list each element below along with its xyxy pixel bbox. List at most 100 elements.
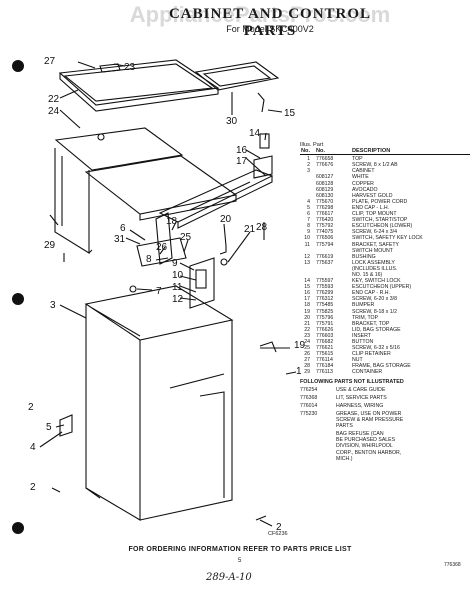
part-description: INSERT (352, 332, 371, 339)
part-number: 776113 (316, 369, 333, 376)
callout: 19 (294, 340, 306, 351)
storage-container (54, 148, 90, 254)
part-number: 776619 (316, 253, 334, 260)
illus-number: 27 (304, 357, 310, 364)
binder-hole-top (12, 60, 24, 72)
callout: 11 (172, 282, 183, 293)
part-description: BRACKET, SAFETY SWITCH MOUNT (352, 241, 399, 254)
callout: 12 (172, 294, 184, 305)
part-number: 775670 (316, 198, 334, 205)
part-description: CLIP RETAINER (352, 351, 391, 358)
illus-number: 5 (307, 204, 310, 211)
part-description: GREASE, USE ON POWER SCREW & RAM PRESSUR… (336, 410, 404, 430)
parts-list-col-description: DESCRIPTION (352, 148, 391, 155)
part-description: SCREW, 6-32 x 5/16 (352, 345, 400, 352)
part-description: SWITCH, START/STOP (352, 217, 408, 224)
bag-storage-frame (58, 59, 220, 106)
callout: 28 (256, 222, 268, 233)
illus-number: 6 (307, 211, 310, 218)
binder-hole-middle (12, 293, 24, 305)
parts-list-header-line2: No. No. DESCRIPTION (300, 148, 470, 156)
callout: 14 (249, 128, 261, 139)
part-number: 776617 (316, 211, 334, 218)
part-number: 775230 (300, 410, 318, 417)
part-number: 776506 (316, 235, 334, 242)
part-number: 775485 (316, 302, 334, 309)
part-description: SCREW, 6-24 x 3/4 (352, 229, 397, 236)
part-number: 776621 (316, 345, 334, 352)
callout: 3 (50, 300, 56, 311)
not-illustrated-heading: FOLLOWING PARTS NOT ILLUSTRATED (300, 378, 404, 385)
callout: 20 (220, 214, 232, 225)
callout: 21 (244, 224, 256, 235)
callout: 18 (166, 216, 178, 227)
illus-number: 10 (304, 235, 310, 242)
escutcheon-lower (155, 212, 173, 265)
callout: 2 (28, 402, 34, 413)
part-number: 776682 (316, 339, 334, 345)
illus-number: 4 (307, 198, 310, 205)
part-number: 776626 (316, 326, 334, 333)
illus-number: 28 (304, 363, 310, 370)
part-description: END CAP - R.H. (352, 290, 390, 297)
part-number: 776658 (316, 156, 334, 163)
callout: 5 (46, 422, 52, 433)
part-number: 775597 (316, 278, 334, 285)
illus-number: 21 (304, 320, 310, 327)
part-description: BRACKET, TOP (352, 320, 390, 327)
page-title: CABINET AND CONTROL PARTS (168, 6, 372, 39)
illus-number: 3 (307, 168, 310, 175)
part-number: 775637 (316, 259, 334, 266)
illus-number: 12 (304, 253, 310, 260)
page-number: 5 (238, 558, 242, 564)
illus-number: 23 (304, 332, 310, 339)
callout: 15 (284, 108, 296, 119)
illus-number: 2 (307, 162, 310, 169)
callout: 29 (44, 240, 56, 251)
handwritten-note: 289-A-10 (206, 572, 252, 583)
part-number: 776114 (316, 357, 333, 364)
part-description: ESCUTCHEON (UPPER) (352, 284, 412, 291)
part-number: 775791 (316, 320, 334, 327)
callout: 24 (48, 106, 60, 117)
part-description: SCREW, 8-18 x 1/2 (352, 308, 397, 315)
illus-number: 17 (304, 296, 310, 303)
part-description: LOCK ASSEMBLY (INCLUDES ILLUS. NO. 15 & … (352, 259, 398, 278)
safety-switch-bracket (189, 257, 215, 309)
callout: 9 (172, 258, 178, 269)
parts-list-col-illus-part: Illus. Part (300, 142, 324, 148)
callout: 6 (120, 223, 126, 234)
part-description: FRAME, BAG STORAGE (352, 363, 411, 370)
part-number: 775593 (316, 284, 334, 291)
document-number: 776368 (444, 562, 461, 568)
illus-number: 29 (304, 369, 310, 376)
illus-number: 18 (304, 302, 310, 309)
part-number: 775794 (316, 241, 334, 248)
callout: 23 (124, 62, 136, 73)
part-number: 775825 (316, 308, 334, 315)
part-description: PLATE, POWER CORD (352, 198, 408, 205)
part-description: WHITE (352, 174, 369, 181)
model-subtitle: For Model SKC400V2 (226, 24, 314, 34)
